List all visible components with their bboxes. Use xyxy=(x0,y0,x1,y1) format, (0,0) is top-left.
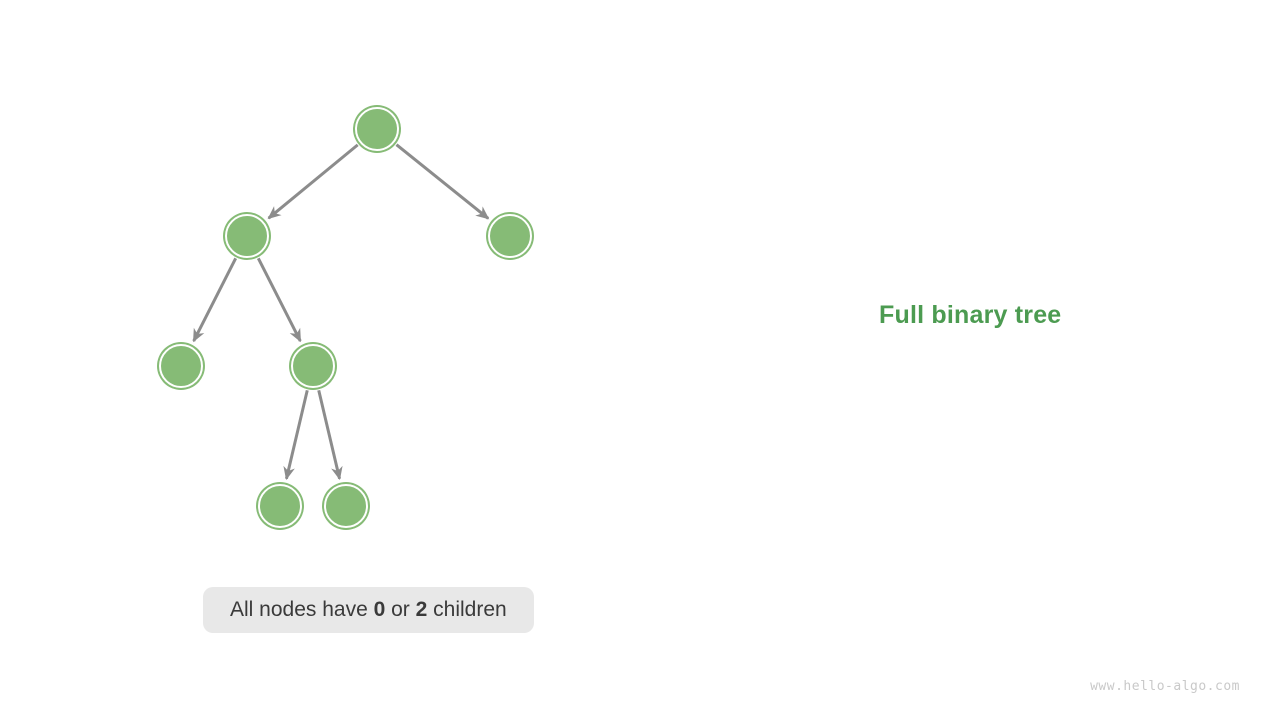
caption-box: All nodes have 0 or 2 children xyxy=(203,587,534,633)
watermark: www.hello-algo.com xyxy=(1090,679,1240,694)
node-layer xyxy=(157,105,534,530)
tree-node xyxy=(289,342,337,390)
tree-edge xyxy=(256,257,302,343)
edge-layer xyxy=(192,143,490,481)
tree-node xyxy=(322,482,370,530)
tree-node xyxy=(256,482,304,530)
tree-node-inner-ring xyxy=(159,344,203,388)
tree-edge xyxy=(317,389,343,481)
tree-edge xyxy=(267,143,359,220)
tree-node-circle xyxy=(289,342,337,390)
tree-node-circle xyxy=(157,342,205,390)
caption-fragment: children xyxy=(427,598,507,621)
caption-fragment: or xyxy=(385,598,416,621)
tree-node-circle xyxy=(486,212,534,260)
tree-node-circle xyxy=(223,212,271,260)
tree-node-circle xyxy=(322,482,370,530)
tree-edge xyxy=(283,389,309,481)
tree-node xyxy=(486,212,534,260)
caption-fragment: All nodes have xyxy=(230,598,374,621)
tree-node-inner-ring xyxy=(225,214,269,258)
tree-node xyxy=(223,212,271,260)
tree-edge xyxy=(192,257,238,343)
tree-node-inner-ring xyxy=(324,484,368,528)
tree-edge xyxy=(395,143,490,220)
tree-node-circle xyxy=(353,105,401,153)
tree-node-inner-ring xyxy=(291,344,335,388)
tree-node xyxy=(157,342,205,390)
tree-node-circle xyxy=(256,482,304,530)
figure-title: Full binary tree xyxy=(879,301,1062,329)
tree-node-inner-ring xyxy=(355,107,399,151)
caption-bold-number: 2 xyxy=(415,598,428,621)
caption-bold-number: 0 xyxy=(373,598,386,621)
tree-node xyxy=(353,105,401,153)
tree-node-inner-ring xyxy=(258,484,302,528)
tree-node-inner-ring xyxy=(488,214,532,258)
caption-text: All nodes have 0 or 2 children xyxy=(230,598,507,622)
